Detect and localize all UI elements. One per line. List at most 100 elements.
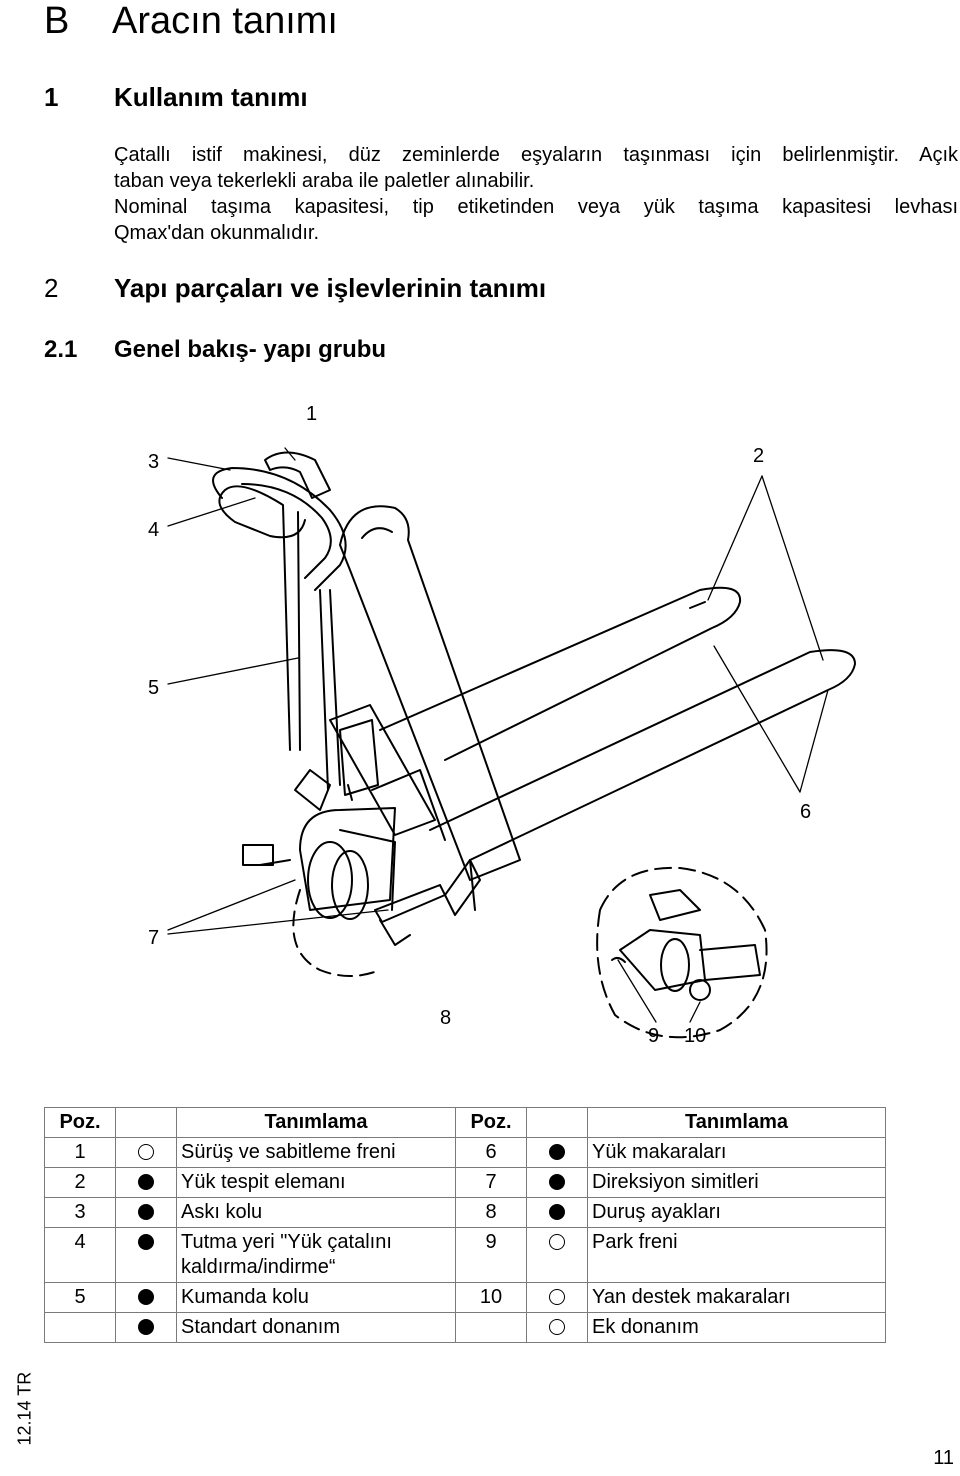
figure-label-9: 9 [648,1025,659,1047]
heading-components: 2 Yapı parçaları ve işlevlerinin tanımı [44,273,546,304]
row-pos-left: 1 [44,1137,116,1168]
figure-label-2: 2 [753,445,764,467]
row-symbol-right [526,1137,588,1168]
open-circle-icon [549,1319,565,1335]
row-symbol-right [526,1167,588,1198]
row-desc-right: Duruş ayakları [587,1197,886,1228]
row-desc-left: Askı kolu [176,1197,456,1228]
paragraph-capacity-line2: Qmax'dan okunmalıdır. [114,222,320,244]
row-desc-right: Yan destek makaraları [587,1282,886,1313]
drawbar-handle [212,451,379,801]
figure-label-4: 4 [148,519,159,541]
detail-circle-right [596,866,768,1039]
row-pos-right: 6 [455,1137,527,1168]
row-symbol-right [526,1227,588,1283]
filled-circle-icon [549,1204,565,1220]
row-desc-left: Kumanda kolu [176,1282,456,1313]
row-desc-right: Park freni [587,1227,886,1283]
filled-circle-icon [138,1289,154,1305]
row-pos-right [455,1312,527,1343]
open-circle-icon [549,1289,565,1305]
row-symbol-left [115,1312,177,1343]
figure-label-6: 6 [800,801,811,823]
row-symbol-left [115,1227,177,1283]
filled-circle-icon [549,1144,565,1160]
section-title: Aracın tanımı [112,0,338,42]
row-symbol-left [115,1167,177,1198]
heading-overview: 2.1 Genel bakış- yapı grubu [44,336,386,364]
row-desc-right: Direksiyon simitleri [587,1167,886,1198]
fork-lower [429,649,856,916]
row-desc-left: Tutma yeri "Yük çatalını kaldırma/indirm… [176,1227,456,1283]
figure-label-8: 8 [440,1007,451,1029]
open-circle-icon [549,1234,565,1250]
row-pos-right: 7 [455,1167,527,1198]
table-row: Standart donanım Ek donanım [44,1312,886,1343]
open-circle-icon [138,1144,154,1160]
row-symbol-left [115,1137,177,1168]
figure-label-1: 1 [306,403,317,425]
row-desc-left: Sürüş ve sabitleme freni [176,1137,456,1168]
row-desc-right: Ek donanım [587,1312,886,1343]
filled-circle-icon [138,1319,154,1335]
legend-header-row: Poz. Tanımlama Poz. Tanımlama [44,1107,886,1138]
row-desc-left: Standart donanım [176,1312,456,1343]
heading-components-number: 2 [44,273,59,303]
paragraph-usage-line1: Çatallı istif makinesi, düz zeminlerde e… [114,144,958,166]
row-pos-left: 2 [44,1167,116,1198]
row-pos-left [44,1312,116,1343]
header-desc-right: Tanımlama [587,1107,886,1138]
side-note: 12.14 TR [14,1371,35,1446]
section-heading: B Aracın tanımı [44,0,338,43]
figure-label-5: 5 [148,677,159,699]
heading-overview-number: 2.1 [44,336,78,363]
filled-circle-icon [138,1234,154,1250]
filled-circle-icon [138,1174,154,1190]
row-symbol-left [115,1282,177,1313]
page-number: 11 [933,1447,954,1469]
row-pos-left: 4 [44,1227,116,1283]
header-sym-right [526,1107,588,1138]
leader-lines [167,447,829,1023]
heading-components-title: Yapı parçaları ve işlevlerinin tanımı [114,273,547,303]
row-desc-left: Yük tespit elemanı [176,1167,456,1198]
fork-upper [379,586,742,761]
pallet-truck-figure: 1 2 3 4 5 6 7 8 9 10 [148,403,856,1047]
heading-usage: 1 Kullanım tanımı [44,82,308,113]
figure-label-7: 7 [148,927,159,949]
section-letter: B [44,0,70,42]
stabiliser [242,844,446,946]
row-pos-right: 8 [455,1197,527,1228]
heading-usage-number: 1 [44,82,59,112]
filled-circle-icon [138,1204,154,1220]
row-symbol-left [115,1197,177,1228]
figure-label-3: 3 [148,451,159,473]
row-symbol-right [526,1197,588,1228]
header-sym-left [115,1107,177,1138]
header-desc-left: Tanımlama [176,1107,456,1138]
heading-usage-title: Kullanım tanımı [114,82,308,112]
truck-frame [329,505,521,881]
legend-table: Poz. Tanımlama Poz. Tanımlama 1 Sürüş ve … [44,1107,886,1343]
steering-housing [294,769,396,920]
row-pos-right: 9 [455,1227,527,1283]
row-desc-right: Yük makaraları [587,1137,886,1168]
filled-circle-icon [549,1174,565,1190]
heading-overview-title: Genel bakış- yapı grubu [114,336,387,363]
row-pos-left: 5 [44,1282,116,1313]
paragraph-usage: Çatallı istif makinesi, düz zeminlerde e… [114,142,958,194]
header-pos-left: Poz. [44,1107,116,1138]
row-symbol-right [526,1312,588,1343]
paragraph-capacity: Nominal taşıma kapasitesi, tip etiketind… [114,194,958,246]
detail-circle-left [292,889,381,977]
row-pos-right: 10 [455,1282,527,1313]
table-row: 4 Tutma yeri "Yük çatalını kaldırma/indir… [44,1227,886,1283]
figure-label-10: 10 [684,1025,706,1047]
paragraph-usage-line2: taban veya tekerlekli araba ile paletler… [114,170,535,192]
paragraph-capacity-line1: Nominal taşıma kapasitesi, tip etiketind… [114,196,958,218]
